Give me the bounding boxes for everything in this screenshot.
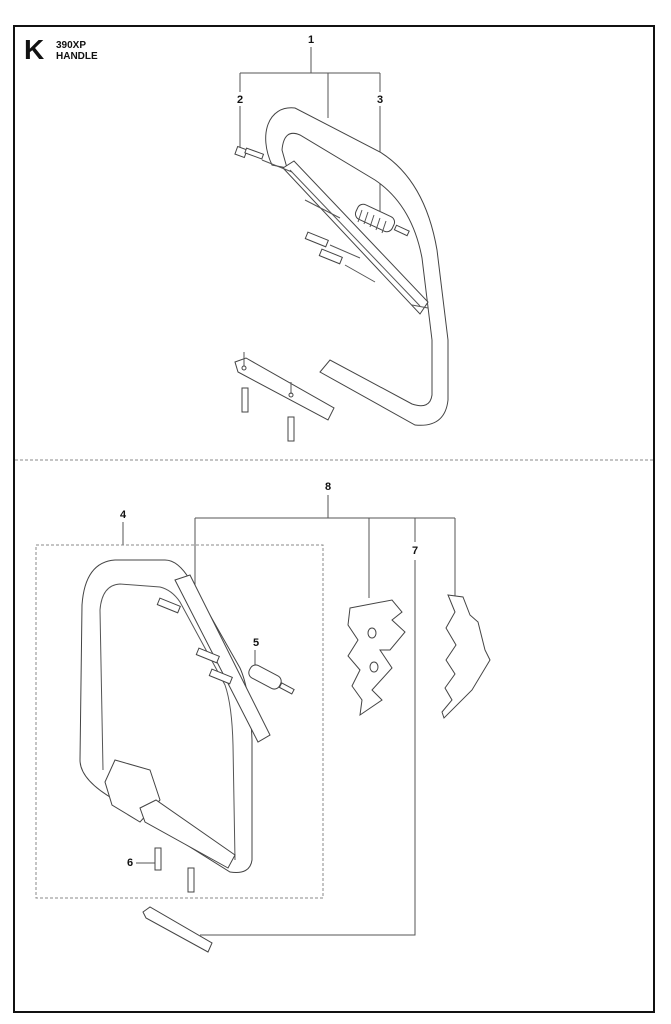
callout-2: 2 <box>236 94 244 106</box>
front-handle-assembly-1 <box>234 107 449 442</box>
callout-1: 1 <box>307 34 315 46</box>
bumper-spike-8 <box>347 599 406 717</box>
bolt <box>156 597 181 614</box>
bolt <box>241 387 249 413</box>
leaders-top <box>239 47 381 212</box>
section-title: 390XP HANDLE <box>56 40 98 62</box>
handle-bracket <box>174 574 271 743</box>
bolt-6 <box>154 847 162 871</box>
bolt <box>318 248 343 265</box>
bolt <box>304 231 329 248</box>
bumper-spike-8b <box>441 594 491 719</box>
section-letter: K <box>24 34 45 65</box>
anti-vibration-spring-3 <box>354 203 410 237</box>
callout-8: 8 <box>324 481 332 493</box>
page-frame <box>13 25 655 1013</box>
model-name: 390XP <box>56 40 87 51</box>
callout-6: 6 <box>126 857 134 869</box>
bottom-plate <box>234 357 335 421</box>
bolt <box>287 416 295 442</box>
title: HANDLE <box>56 51 98 62</box>
bottom-plate-7 <box>142 906 213 953</box>
front-handle-4 <box>79 559 295 893</box>
callout-7: 7 <box>411 545 419 557</box>
anti-vibration-spring-5 <box>248 664 295 695</box>
leaders-bottom <box>122 495 456 936</box>
handle-plate <box>139 799 236 869</box>
callout-3: 3 <box>376 94 384 106</box>
bolt <box>195 647 220 664</box>
callout-4: 4 <box>119 509 127 521</box>
callout-5: 5 <box>252 637 260 649</box>
bolt-2 <box>234 145 265 160</box>
bolt <box>187 867 195 893</box>
bolt <box>208 668 233 685</box>
